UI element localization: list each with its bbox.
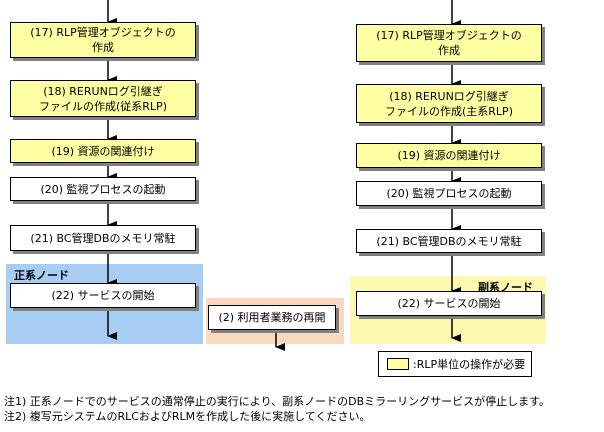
note-2: 注2) 複写元システムのRLCおよびRLMを作成した後に実施してください。 — [4, 410, 371, 423]
primary-node-label: 正系ノード — [14, 269, 69, 282]
middle-step-2: (2) 利用者業務の再開 — [208, 305, 336, 330]
legend-text: :RLP単位の操作が必要 — [413, 358, 526, 371]
left-step-21: (21) BC管理DBのメモリ常駐 — [10, 225, 196, 251]
right-step-19: (19) 資源の関連付け — [356, 143, 542, 168]
note-1: 注1) 正系ノードでのサービスの通常停止の実行により、副系ノードのDBミラーリン… — [4, 395, 551, 408]
left-step-18: (18) RERUNログ引継ぎ ファイルの作成(従系RLP) — [10, 80, 196, 117]
legend: :RLP単位の操作が必要 — [378, 351, 532, 377]
left-step-19: (19) 資源の関連付け — [10, 139, 196, 163]
right-step-18: (18) RERUNログ引継ぎ ファイルの作成(主系RLP) — [356, 84, 542, 123]
right-step-22: (22) サービスの開始 — [356, 291, 542, 316]
left-step-17: (17) RLP管理オブジェクトの 作成 — [10, 22, 196, 58]
legend-swatch — [387, 358, 409, 370]
left-step-22: (22) サービスの開始 — [10, 283, 196, 308]
left-step-20: (20) 監視プロセスの起動 — [10, 177, 196, 201]
secondary-node-label: 副系ノード — [478, 281, 533, 294]
right-step-17: (17) RLP管理オブジェクトの 作成 — [356, 24, 542, 62]
right-step-21: (21) BC管理DBのメモリ常駐 — [356, 229, 542, 253]
right-step-20: (20) 監視プロセスの起動 — [356, 181, 542, 206]
